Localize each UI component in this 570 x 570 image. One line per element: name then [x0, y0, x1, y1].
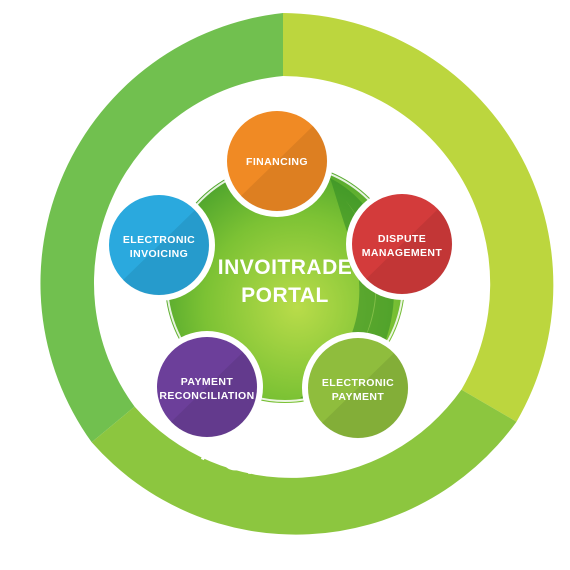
portal-title-line2: PORTAL — [241, 284, 329, 307]
node-reconciliation-circle — [157, 337, 257, 437]
node-invoicing-label-line1: ELECTRONIC — [123, 234, 195, 246]
node-payment-circle — [308, 338, 408, 438]
node-financing-label: FINANCING — [246, 156, 308, 168]
node-invoicing-circle — [109, 195, 209, 295]
node-dispute-management: DISPUTE MANAGEMENT — [346, 188, 458, 300]
node-electronic-payment: ELECTRONIC PAYMENT — [302, 332, 414, 444]
node-invoicing-label-line2: INVOICING — [130, 248, 188, 260]
node-dispute-label-line2: MANAGEMENT — [362, 247, 443, 259]
node-financing: FINANCING — [221, 105, 333, 217]
ring-segment-sellers — [40, 13, 283, 443]
node-payment-label-line1: ELECTRONIC — [322, 377, 394, 389]
node-dispute-label-line1: DISPUTE — [378, 233, 426, 245]
node-electronic-invoicing: ELECTRONIC INVOICING — [103, 189, 215, 301]
node-reconciliation-label-line1: PAYMENT — [181, 376, 234, 388]
node-reconciliation-label-line2: RECONCILIATION — [159, 390, 254, 402]
node-financing-circle — [227, 111, 327, 211]
ring-segment-buyers — [283, 13, 554, 422]
node-dispute-circle — [352, 194, 452, 294]
node-payment-label-line2: PAYMENT — [332, 391, 385, 403]
ring-segment-funders — [91, 389, 517, 535]
node-payment-reconciliation: PAYMENT RECONCILIATION — [151, 331, 263, 443]
portal-title-line1: INVOITRADE — [218, 256, 353, 279]
